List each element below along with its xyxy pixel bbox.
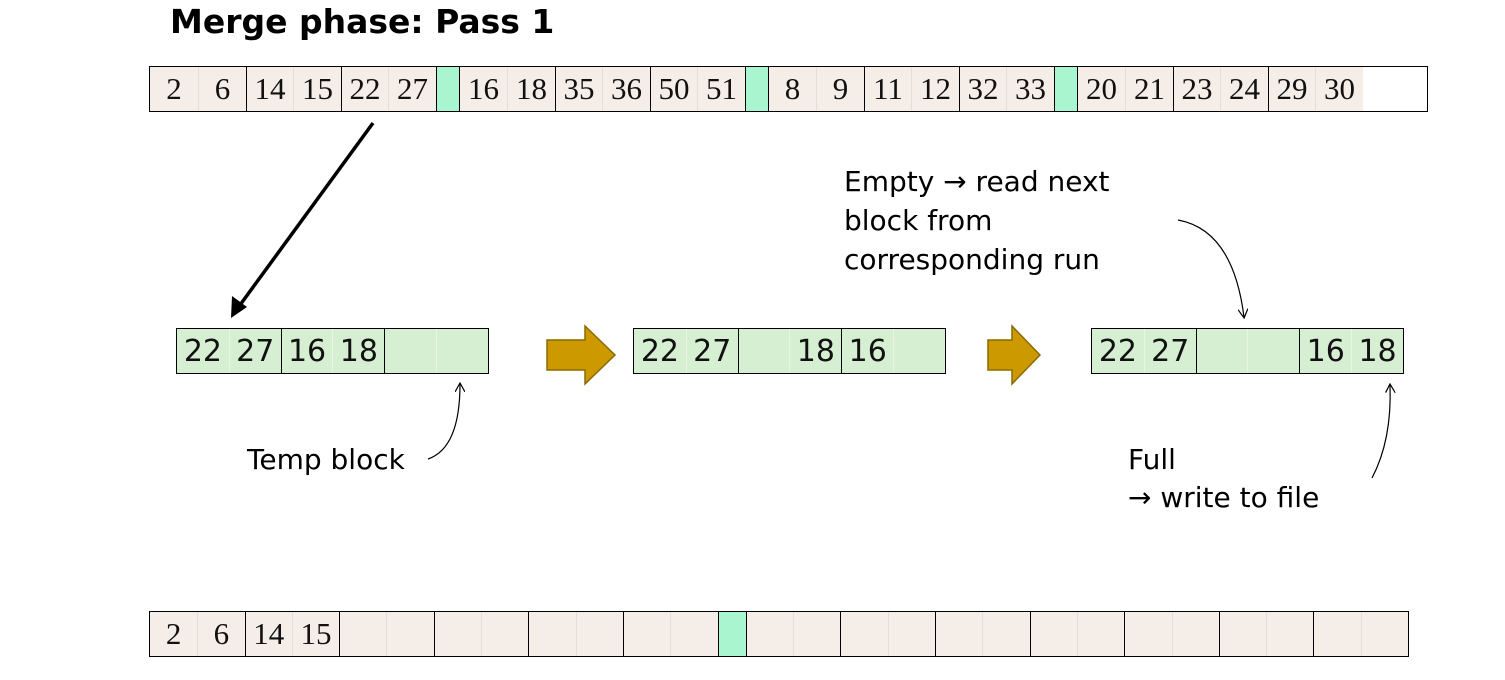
step-arrow-2: [987, 324, 1042, 386]
run-separator: [1054, 67, 1077, 111]
run-separator: [745, 67, 768, 111]
output-value-cell: [1124, 612, 1172, 656]
output-value-cell: 14: [244, 612, 292, 656]
input-value-cell: 29: [1268, 67, 1315, 111]
input-value-cell: 11: [864, 67, 911, 111]
temp-value-cell: [1247, 329, 1299, 373]
temp-value-cell: 18: [332, 329, 384, 373]
input-value-cell: 51: [697, 67, 745, 111]
input-value-cell: 8: [768, 67, 816, 111]
run-separator: [436, 67, 459, 111]
temp-value-cell: [893, 329, 945, 373]
input-value-cell: 21: [1125, 67, 1173, 111]
full-pointer: [1371, 385, 1390, 479]
output-value-cell: [1029, 612, 1077, 656]
output-value-cell: [1360, 612, 1408, 656]
output-value-cell: [528, 612, 576, 656]
input-value-cell: 12: [911, 67, 959, 111]
input-value-cell: 50: [650, 67, 697, 111]
empty-label-line2: block from: [844, 204, 993, 237]
input-value-cell: 32: [959, 67, 1006, 111]
output-value-cell: [1266, 612, 1314, 656]
output-value-cell: [386, 612, 434, 656]
step-arrow-1: [546, 324, 617, 386]
empty-pointer: [1177, 219, 1244, 317]
output-value-cell: [622, 612, 671, 656]
input-value-cell: 20: [1077, 67, 1125, 111]
output-value-cell: [840, 612, 888, 656]
output-value-cell: [1171, 612, 1219, 656]
input-value-cell: 2: [150, 67, 198, 111]
output-value-cell: [339, 612, 387, 656]
input-value-cell: 16: [459, 67, 507, 111]
input-value-cell: 35: [555, 67, 602, 111]
full-label-line2: → write to file: [1128, 481, 1320, 514]
load-block-arrow: [231, 121, 375, 318]
temp-value-cell: [737, 329, 790, 373]
output-value-cell: [793, 612, 841, 656]
temp-block-label: Temp block: [247, 443, 405, 476]
output-value-cell: 2: [150, 612, 198, 656]
temp-value-cell: 22: [183, 333, 222, 369]
input-value-cell: 22: [341, 67, 388, 111]
temp-block-pointer: [427, 384, 460, 460]
output-value-cell: [745, 612, 794, 656]
input-value-cell: 9: [816, 67, 864, 111]
input-value-cell: 15: [293, 67, 341, 111]
output-value-cell: [935, 612, 983, 656]
temp-value-cell: [384, 329, 436, 373]
input-value-cell: 30: [1315, 67, 1363, 111]
output-value-cell: 15: [291, 612, 340, 656]
temp-value-cell: 27: [228, 329, 281, 373]
input-value-cell: 33: [1006, 67, 1054, 111]
temp-value-cell: 16: [280, 329, 333, 373]
temp-value-cell: 27: [685, 329, 738, 373]
input-value-cell: 23: [1173, 67, 1220, 111]
temp-value-cell: 16: [1299, 329, 1351, 373]
output-value-cell: [887, 612, 936, 656]
temp-value-cell: 27: [1143, 329, 1196, 373]
full-label-line1: Full: [1128, 443, 1176, 476]
input-value-cell: 24: [1220, 67, 1268, 111]
temp-value-cell: 16: [841, 329, 893, 373]
output-value-cell: [481, 612, 529, 656]
input-value-cell: 36: [602, 67, 650, 111]
input-value-cell: 6: [198, 67, 246, 111]
input-value-cell: 18: [507, 67, 555, 111]
output-value-cell: [1218, 612, 1267, 656]
output-value-cell: [433, 612, 482, 656]
temp-value-cell: [436, 329, 488, 373]
temp-value-cell: 22: [1098, 333, 1137, 369]
temp-value-cell: 18: [1351, 329, 1403, 373]
input-value-cell: 14: [246, 67, 293, 111]
temp-value-cell: 22: [640, 333, 679, 369]
temp-value-cell: 18: [789, 329, 841, 373]
output-value-cell: [1076, 612, 1125, 656]
output-value-cell: [575, 612, 623, 656]
output-value-cell: [982, 612, 1030, 656]
output-value-cell: 6: [197, 612, 245, 656]
empty-label-line1: Empty → read next: [844, 165, 1110, 198]
temp-value-cell: [1195, 329, 1248, 373]
run-separator: [717, 612, 746, 656]
input-value-cell: 27: [388, 67, 436, 111]
output-value-cell: [1313, 612, 1361, 656]
empty-label-line3: corresponding run: [844, 243, 1100, 276]
output-value-cell: [670, 612, 718, 656]
title: Merge phase: Pass 1: [170, 2, 555, 41]
